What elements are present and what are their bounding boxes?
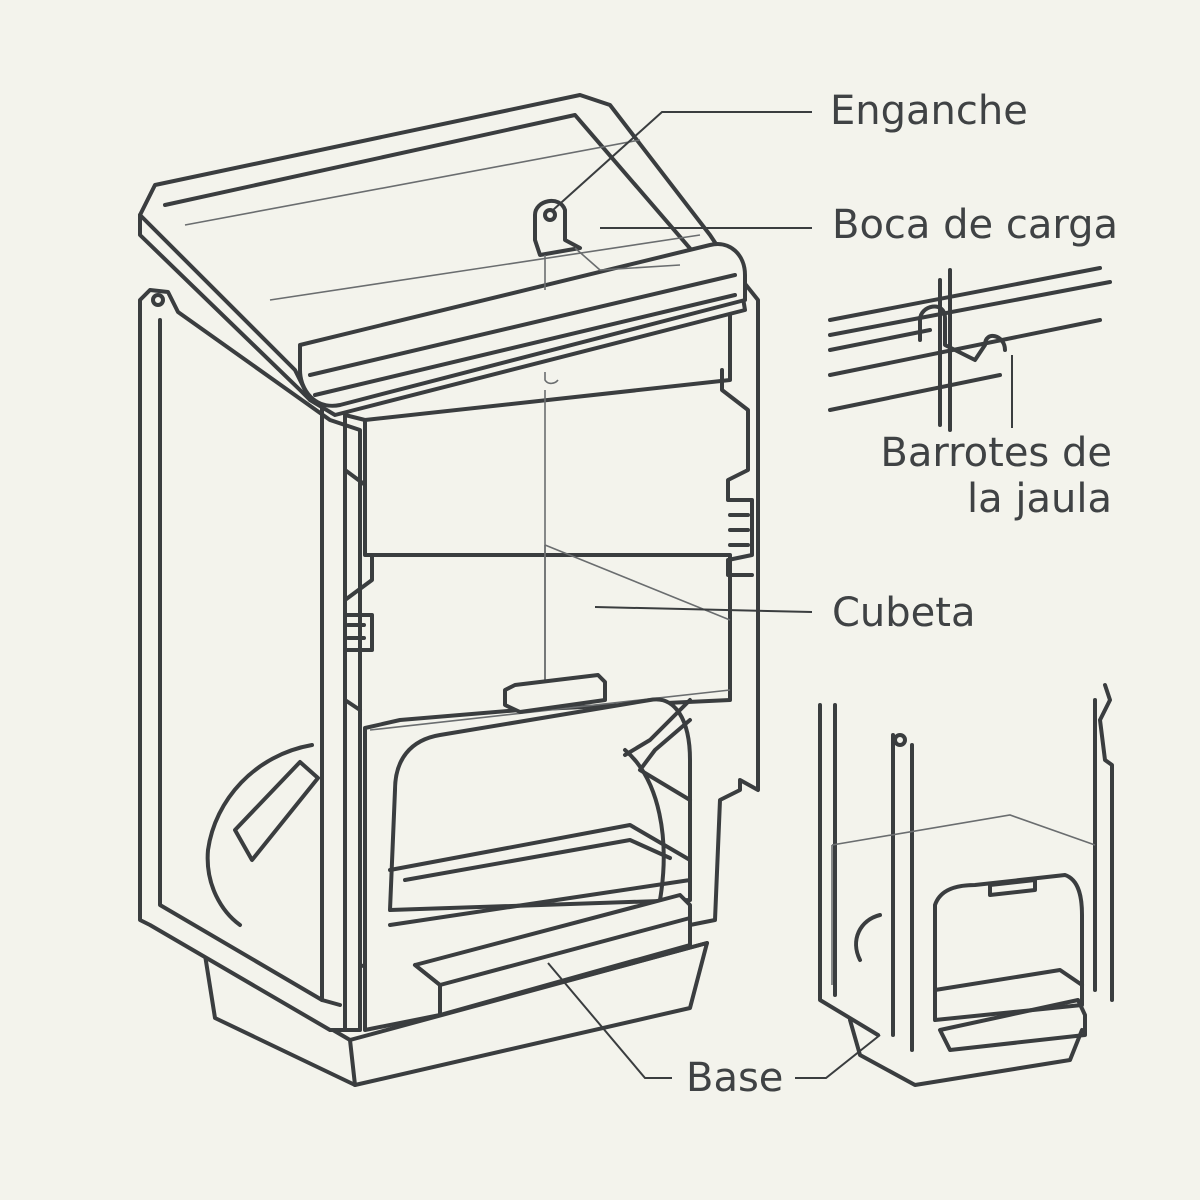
label-barrotes-de-la-jaula: Barrotes de la jaula xyxy=(860,430,1112,522)
leader-lines xyxy=(547,111,1013,1079)
leader-base-small xyxy=(795,1034,881,1079)
lid xyxy=(138,93,747,417)
leader-enganche xyxy=(552,111,812,211)
base-lip xyxy=(413,893,692,1017)
bucket-side-roll xyxy=(205,743,320,927)
label-base: Base xyxy=(686,1055,784,1101)
leader-base-main xyxy=(547,962,672,1079)
main-feeder xyxy=(138,93,760,1087)
label-cubeta: Cubeta xyxy=(832,590,976,636)
label-boca-de-carga: Boca de carga xyxy=(832,202,1118,248)
hopper-window xyxy=(369,390,731,731)
cage-bars-detail xyxy=(828,266,1112,432)
cubeta-cup xyxy=(388,673,692,927)
label-barrotes-line1: Barrotes de xyxy=(880,430,1112,476)
leader-cubeta xyxy=(594,606,813,613)
installed-feeder xyxy=(818,683,1114,1087)
label-enganche: Enganche xyxy=(830,88,1028,134)
label-barrotes-line2: la jaula xyxy=(967,476,1112,522)
